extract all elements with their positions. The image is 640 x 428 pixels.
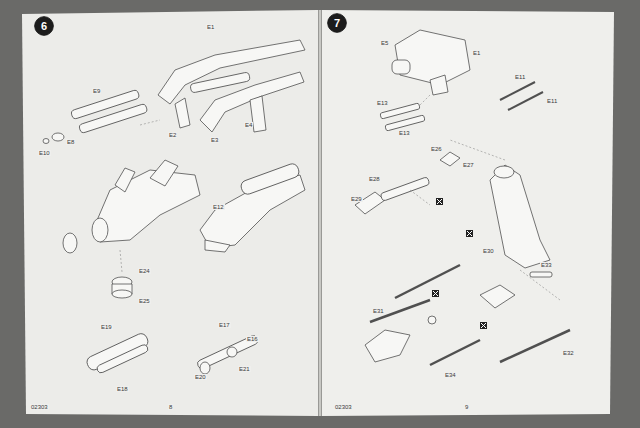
callout-number: E20	[194, 374, 207, 380]
clip	[440, 152, 460, 166]
callout-number: E25	[138, 298, 151, 304]
housing-top	[494, 166, 514, 178]
callout-number: E8	[66, 139, 75, 145]
bracket	[365, 330, 410, 362]
barrel	[239, 162, 300, 196]
step-number-text: 7	[334, 18, 340, 29]
cylinder	[190, 72, 251, 93]
rod	[96, 344, 149, 374]
callout-number: E27	[462, 162, 475, 168]
cradle-arm	[115, 168, 135, 192]
callout-number: E24	[138, 268, 151, 274]
lever	[480, 285, 515, 308]
callout-number: E2	[168, 132, 177, 138]
callout-number: E31	[372, 308, 385, 314]
step-number: 7	[327, 13, 347, 33]
callout-number: E1	[206, 24, 215, 30]
no-glue-mark	[432, 198, 487, 329]
page-footer: 8	[168, 404, 173, 410]
rack	[380, 177, 430, 202]
callout-number: E30	[482, 248, 495, 254]
callout-number: E19	[100, 324, 113, 330]
callout-number: E13	[376, 100, 389, 106]
callout-number: E9	[92, 88, 101, 94]
hub	[227, 347, 237, 357]
callout-number: E11	[514, 74, 526, 80]
left-page	[22, 10, 318, 416]
pin	[530, 272, 552, 277]
callout-number: E11	[546, 98, 558, 104]
callout-number: E28	[368, 176, 381, 182]
callout-number: E18	[116, 386, 129, 392]
ring	[52, 133, 64, 141]
callout-number: E32	[562, 350, 575, 356]
step-number: 6	[34, 16, 54, 36]
pin	[43, 139, 49, 144]
page-fold	[319, 10, 322, 416]
wheel-disc	[63, 233, 77, 253]
gear	[428, 316, 436, 324]
callout-number: E16	[246, 336, 259, 342]
callout-number: E1	[472, 50, 481, 56]
callout-number: E5	[380, 40, 389, 46]
right-page	[322, 10, 614, 416]
step-number-text: 6	[41, 21, 47, 32]
tube	[78, 103, 147, 133]
page-footer: 02303	[30, 404, 49, 410]
callout-number: E34	[444, 372, 457, 378]
callout-number: E3	[210, 137, 219, 143]
trail-part	[175, 98, 190, 128]
cradle-arm	[150, 160, 178, 186]
cylinder	[392, 60, 410, 74]
breech	[92, 218, 108, 242]
callout-number: E10	[38, 150, 51, 156]
housing	[490, 165, 550, 268]
block	[395, 30, 470, 85]
callout-number: E33	[540, 262, 553, 268]
callout-number: E21	[238, 366, 251, 372]
mount	[112, 290, 132, 298]
callout-number: E4	[244, 122, 253, 128]
page-footer: 9	[464, 404, 469, 410]
cradle	[95, 170, 200, 242]
callout-number: E29	[350, 196, 363, 202]
foot	[430, 75, 448, 95]
page-footer: 02303	[334, 404, 353, 410]
callout-number: E13	[398, 130, 411, 136]
callout-number: E17	[218, 322, 231, 328]
base	[205, 240, 230, 252]
callout-number: E12	[212, 204, 225, 210]
callout-number: E26	[430, 146, 443, 152]
bar	[385, 115, 425, 131]
washer	[200, 362, 210, 374]
